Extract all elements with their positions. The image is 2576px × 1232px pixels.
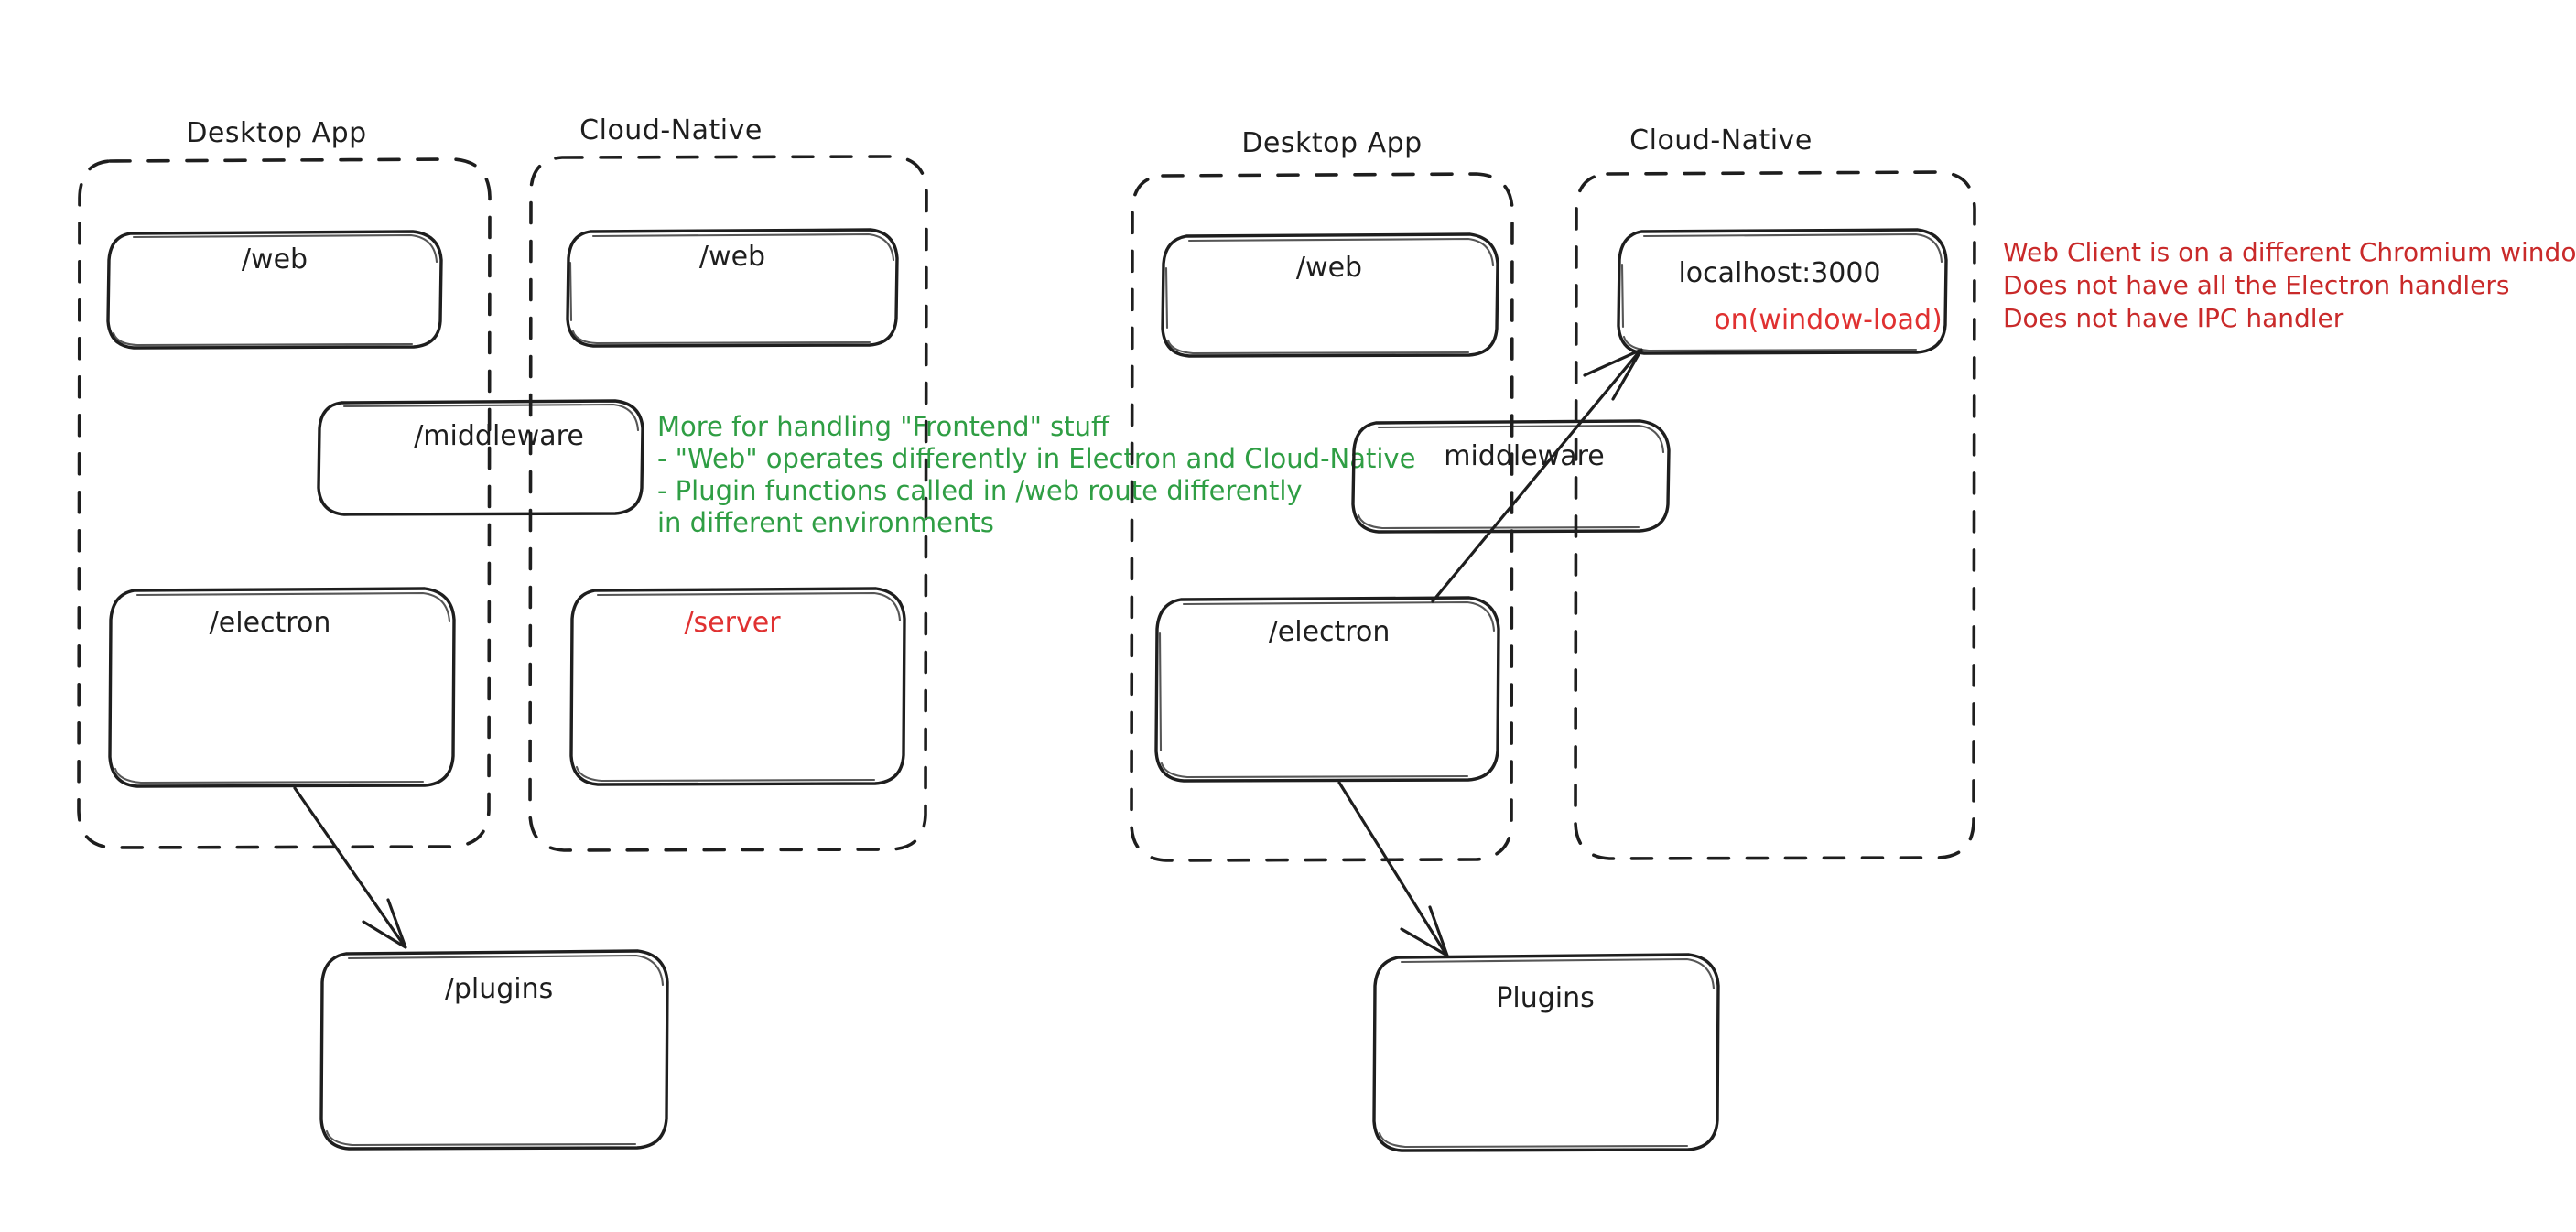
node-box [106, 230, 443, 350]
node-web-desktop-left[interactable]: /web [106, 230, 443, 350]
node-middleware-right[interactable]: middleware [1351, 419, 1671, 534]
node-box-echo-3 [1158, 632, 1163, 752]
node-box [1154, 596, 1500, 783]
group-label-cloud-native-right: Cloud-Native [1629, 124, 1813, 157]
node-box-echo [591, 232, 895, 262]
node-box-echo-2 [1160, 762, 1469, 779]
group-container-cloud-native-left [528, 155, 928, 852]
node-box [319, 949, 669, 1151]
group-container-desktop-app-right [1130, 172, 1514, 862]
node-box-echo-2 [575, 765, 876, 783]
node-box [569, 587, 906, 786]
node-box-echo-3 [568, 261, 573, 322]
node-label: /server [684, 607, 781, 639]
node-middleware-left[interactable]: /middleware [317, 399, 644, 516]
annotation-frontend-note: More for handling "Frontend" stuff - "We… [657, 411, 1415, 538]
node-label: Plugins [1496, 982, 1594, 1014]
note-line-2: Does not have all the Electron handlers [2003, 270, 2510, 300]
node-box-echo-3 [1164, 266, 1169, 330]
node-box-echo-2 [325, 1129, 637, 1147]
group-label-desktop-app-right: Desktop App [1241, 127, 1422, 159]
node-sublabel: on(window-load) [1714, 304, 1943, 336]
node-label: /electron [210, 607, 331, 639]
node-label: /web [242, 243, 308, 276]
node-web-cloud-left[interactable]: /web [566, 228, 899, 348]
node-label: localhost:3000 [1678, 257, 1880, 289]
node-box-echo [132, 233, 438, 264]
node-box-echo-3 [1620, 263, 1625, 329]
note-line-4: in different environments [657, 507, 994, 538]
node-label: /plugins [445, 973, 554, 1005]
node-box [1161, 232, 1499, 358]
edge-arrowhead [1400, 905, 1449, 957]
edge-line [1431, 351, 1640, 603]
node-box-echo [1400, 957, 1716, 990]
right-diagram: Desktop App Cloud-Native /web l [1130, 124, 1976, 1152]
node-box-echo [347, 954, 665, 987]
node-box [1617, 228, 1948, 355]
note-line-1: More for handling "Frontend" stuff [657, 411, 1110, 442]
node-label: /web [1296, 252, 1362, 284]
node-box-echo-2 [1166, 339, 1470, 355]
node-web-desktop-right[interactable]: /web [1161, 232, 1499, 358]
node-electron-left[interactable]: /electron [108, 587, 456, 788]
node-box-echo [1642, 232, 1943, 264]
node-plugins-right[interactable]: Plugins [1372, 953, 1720, 1152]
node-box [566, 228, 899, 348]
node-box-echo-2 [571, 330, 871, 345]
node-box-echo [342, 403, 640, 432]
left-diagram: Desktop App Cloud-Native /web /web [77, 114, 928, 1151]
node-box-echo [1377, 424, 1665, 454]
edge-arrowhead [1583, 348, 1643, 401]
node-label: middleware [1444, 440, 1605, 472]
edge-line [293, 786, 405, 946]
node-label: /web [699, 241, 765, 273]
edge-electron-to-plugins-left [293, 786, 407, 949]
edge-line [1337, 781, 1446, 954]
note-line-3: Does not have IPC handler [2003, 303, 2344, 333]
node-server-left[interactable]: /server [569, 587, 906, 786]
node-box-echo [596, 591, 902, 622]
group-label-cloud-native-left: Cloud-Native [579, 114, 763, 146]
node-label: /middleware [414, 420, 584, 452]
annotation-web-client-note: Web Client is on a different Chromium wi… [2003, 237, 2576, 333]
node-box-echo [135, 591, 451, 623]
note-line-1: Web Client is on a different Chromium wi… [2003, 237, 2576, 267]
note-line-3: - Plugin functions called in /web route … [657, 475, 1303, 506]
node-box-echo-2 [1622, 335, 1918, 352]
node-localhost-right[interactable]: localhost:3000 on(window-load) [1617, 228, 1948, 355]
node-box-echo [1182, 600, 1496, 632]
node-label: /electron [1269, 616, 1391, 648]
node-box [108, 587, 456, 788]
group-container-desktop-app-left [77, 157, 492, 849]
node-box [1372, 953, 1720, 1152]
node-electron-right[interactable]: /electron [1154, 596, 1500, 783]
node-box [1351, 419, 1671, 534]
node-box-echo [1187, 237, 1495, 267]
node-box-echo-2 [1378, 1131, 1689, 1149]
node-box-echo-2 [112, 331, 414, 347]
node-box-echo-2 [114, 767, 425, 784]
node-box-echo-2 [1357, 513, 1640, 530]
note-line-2: - "Web" operates differently in Electron… [657, 443, 1415, 474]
edge-arrowhead [362, 898, 407, 949]
edge-electron-to-localhost [1431, 348, 1643, 603]
group-container-cloud-native-right [1574, 170, 1976, 860]
group-label-desktop-app-left: Desktop App [186, 117, 366, 149]
node-plugins-left[interactable]: /plugins [319, 949, 669, 1151]
node-box [317, 399, 644, 516]
edge-electron-to-plugins-right [1337, 781, 1449, 957]
